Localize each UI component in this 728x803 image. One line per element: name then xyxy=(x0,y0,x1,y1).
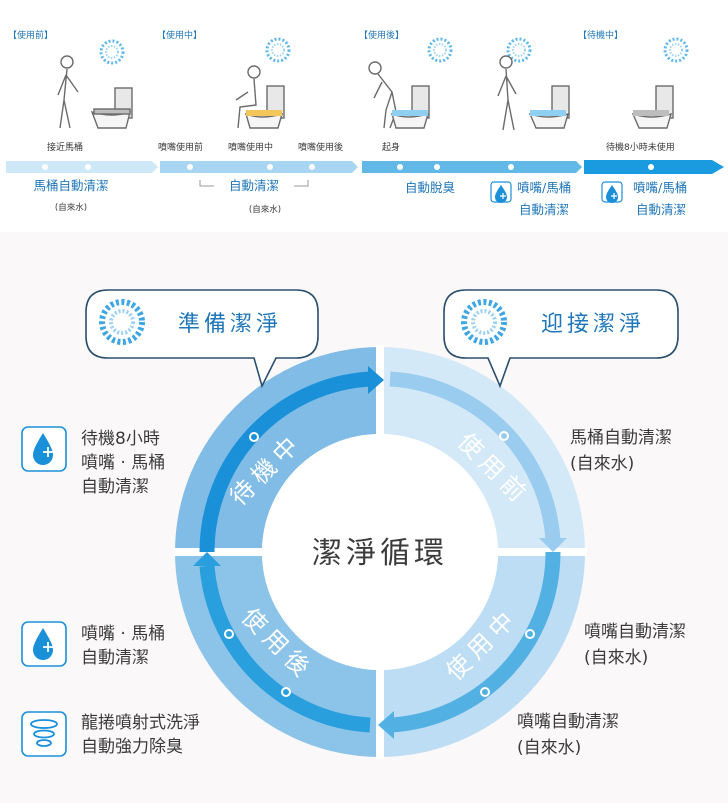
note-text: 龍捲噴射式洗淨 xyxy=(81,713,200,733)
phase-tag-during: 【使用中】 xyxy=(157,29,202,41)
note-text: 馬桶自動清潔 xyxy=(570,428,672,448)
stage-label-nozzle-toilet-2: 噴嘴/馬桶 xyxy=(633,180,687,195)
phase-tag-before: 【使用前】 xyxy=(8,29,53,41)
note-text: (自來水) xyxy=(584,648,648,668)
tornado-icon xyxy=(21,711,67,757)
flow-arrow-before-use xyxy=(389,371,567,552)
cycle-center-title: 潔淨循環 xyxy=(312,536,448,571)
note-text: 待機8小時 xyxy=(81,429,160,449)
cycle-center-circle xyxy=(262,434,498,670)
separator xyxy=(497,548,587,556)
note-text: 噴嘴 · 馬桶 xyxy=(81,624,165,644)
water-drop-icon xyxy=(21,621,67,667)
phase-tag-after: 【使用後】 xyxy=(359,29,404,41)
note-text: 自動清潔 xyxy=(81,477,149,497)
bubble-prepare-clean-text: 準備潔淨 xyxy=(178,312,282,337)
note-in-use-clean: 噴嘴自動清潔 (自來水) xyxy=(584,622,686,668)
note-text: 噴嘴自動清潔 xyxy=(584,622,686,642)
sparkle-icon xyxy=(461,299,507,345)
sparkle-icon xyxy=(506,37,532,63)
flow-arrow-in-use xyxy=(378,551,561,739)
sparkle-icon xyxy=(99,39,125,65)
quadrant-before-use xyxy=(380,347,585,552)
quadrant-in-use xyxy=(380,552,585,757)
quadrant-after-use xyxy=(175,552,380,757)
note-after-use-clean: 噴嘴 · 馬桶 自動清潔 xyxy=(21,621,165,668)
standby-scene xyxy=(631,85,674,129)
caption-before-nozzle: 噴嘴使用前 xyxy=(158,141,203,153)
ring-marker xyxy=(499,431,509,441)
water-drop-icon xyxy=(601,181,623,203)
stage-label-nozzle-toilet-1: 噴嘴/馬桶 xyxy=(517,180,571,195)
standing-up-scene xyxy=(368,61,430,129)
walking-away-scene xyxy=(497,55,570,131)
sparkle-icon xyxy=(99,299,145,345)
water-drop-icon xyxy=(490,181,512,203)
ring-marker xyxy=(249,432,259,442)
bubble-welcome-clean: 迎接潔淨 xyxy=(443,289,679,389)
note-text: 噴嘴 · 馬桶 xyxy=(81,453,165,473)
stage-label-auto-clean: 自動清潔 xyxy=(229,178,279,193)
stage-label-auto-clean-1: 自動清潔 xyxy=(519,202,569,217)
caption-approach: 接近馬桶 xyxy=(47,141,83,153)
sparkle-icon xyxy=(663,37,689,63)
caption-standby: 待機8小時未使用 xyxy=(606,141,675,153)
stage-label-deodorize: 自動脫臭 xyxy=(405,180,455,195)
phase-tag-standby: 【待機中】 xyxy=(578,29,623,41)
stage-label-toilet-clean: 馬桶自動清潔 xyxy=(33,178,108,193)
caption-after-nozzle: 噴嘴使用後 xyxy=(298,141,343,153)
stage-sub-toilet-clean: (自來水) xyxy=(55,202,87,213)
note-text: 自動清潔 xyxy=(81,648,149,668)
ring-marker xyxy=(525,629,535,639)
note-standby-clean: 待機8小時 噴嘴 · 馬桶 自動清潔 xyxy=(21,426,165,497)
stage-sub-auto-clean: (自來水) xyxy=(249,204,281,215)
sparkle-icon xyxy=(427,37,453,63)
caption-nozzle-in-use: 噴嘴使用中 xyxy=(228,141,273,153)
note-text: 噴嘴自動清潔 xyxy=(517,712,619,732)
stage-bracket xyxy=(199,180,309,187)
note-tornado-flush: 龍捲噴射式洗淨 自動強力除臭 xyxy=(21,711,200,757)
separator xyxy=(173,548,263,556)
flow-arrow-after-use xyxy=(193,552,371,733)
separator xyxy=(376,345,384,435)
bubble-prepare-clean: 準備潔淨 xyxy=(85,289,319,389)
separator xyxy=(376,669,384,759)
caption-stand-up: 起身 xyxy=(382,141,400,153)
ring-marker xyxy=(281,687,291,697)
ring-marker xyxy=(224,629,234,639)
note-before-use-clean: 馬桶自動清潔 (自來水) xyxy=(570,428,672,474)
ring-marker xyxy=(480,687,490,697)
approach-scene xyxy=(57,55,133,129)
sitting-scene xyxy=(235,65,285,129)
stage-label-auto-clean-2: 自動清潔 xyxy=(636,202,686,217)
cleaning-cycle-diagram: 潔淨循環 待機中 使用前 使用中 使用後 xyxy=(173,345,587,759)
bubble-welcome-clean-text: 迎接潔淨 xyxy=(541,312,645,337)
timeline-progress-bar xyxy=(6,160,724,174)
note-text: (自來水) xyxy=(570,454,634,474)
note-text: (自來水) xyxy=(517,738,581,758)
note-text: 自動強力除臭 xyxy=(81,737,183,757)
note-nozzle-clean: 噴嘴自動清潔 (自來水) xyxy=(517,712,619,758)
water-drop-icon xyxy=(21,426,67,472)
quadrant-standby xyxy=(175,347,380,552)
usage-timeline: 【使用前】 【使用中】 【使用後】 【待機中】 xyxy=(6,29,724,217)
sparkle-icon xyxy=(265,37,291,63)
